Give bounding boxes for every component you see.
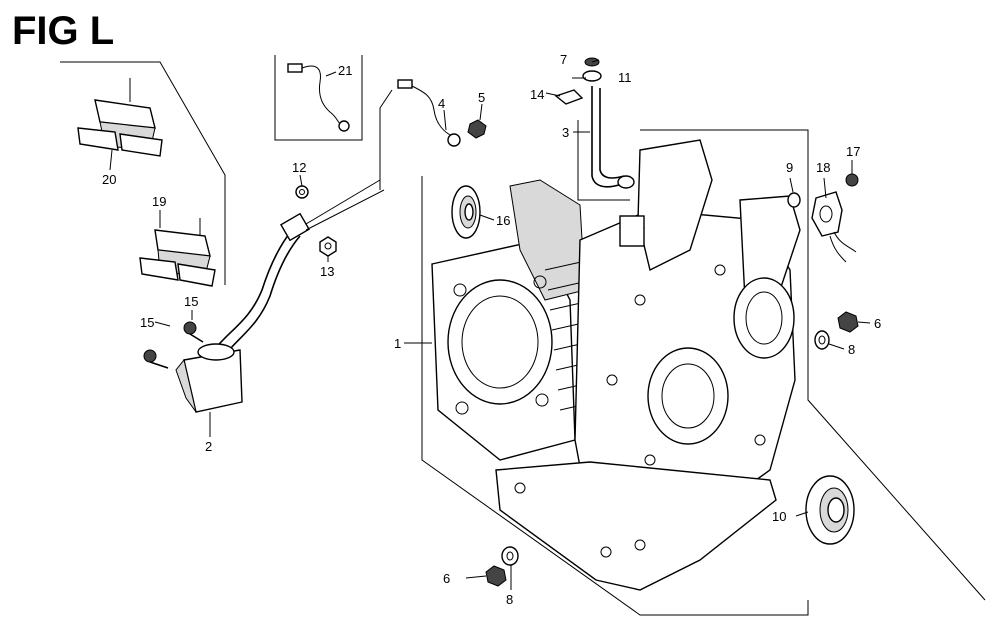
callout-11: 11 — [618, 70, 632, 85]
part-wire-21 — [287, 63, 350, 132]
callout-16: 16 — [496, 213, 510, 228]
callout-7: 7 — [560, 52, 567, 67]
callout-3: 3 — [562, 125, 569, 140]
callout-labels: 21 4 5 7 11 14 3 12 13 16 1 2 15 15 19 2… — [102, 52, 881, 607]
part-bolts-15 — [143, 321, 204, 369]
callout-1: 1 — [394, 336, 401, 351]
callout-19: 19 — [152, 194, 166, 209]
callout-8-bottom: 8 — [506, 592, 513, 607]
part-mount-lower — [139, 218, 216, 287]
callout-20: 20 — [102, 172, 116, 187]
part-washer-nut — [295, 185, 337, 257]
callout-17: 17 — [846, 144, 860, 159]
leader-lines — [109, 59, 871, 590]
part-oil-seal-large — [805, 475, 855, 545]
callout-2: 2 — [205, 439, 212, 454]
callout-14: 14 — [530, 87, 544, 102]
part-ground-wire — [397, 79, 487, 147]
part-oil-switch — [811, 173, 859, 263]
part-mount-upper — [77, 78, 163, 157]
callout-18: 18 — [816, 160, 830, 175]
callout-6-bottom: 6 — [443, 571, 450, 586]
callout-21: 21 — [338, 63, 352, 78]
part-bolt-washer-right — [814, 311, 859, 350]
part-plug-9 — [787, 192, 801, 208]
callout-15-upper: 15 — [184, 294, 198, 309]
callout-13: 13 — [320, 264, 334, 279]
part-bolt-washer-bottom — [485, 546, 519, 587]
callout-10: 10 — [772, 509, 786, 524]
figure-title: FIG L — [12, 9, 114, 53]
part-oil-seal-small — [451, 185, 481, 239]
callout-8-right: 8 — [848, 342, 855, 357]
callout-9: 9 — [786, 160, 793, 175]
callout-6-right: 6 — [874, 316, 881, 331]
callout-15-left: 15 — [140, 315, 154, 330]
group-bracket-lines — [60, 55, 986, 616]
callout-12: 12 — [292, 160, 306, 175]
part-crankcase — [431, 139, 801, 591]
callout-5: 5 — [478, 90, 485, 105]
callout-4: 4 — [438, 96, 445, 111]
part-ignition-coil — [175, 179, 385, 413]
part-oil-tube — [554, 57, 635, 189]
